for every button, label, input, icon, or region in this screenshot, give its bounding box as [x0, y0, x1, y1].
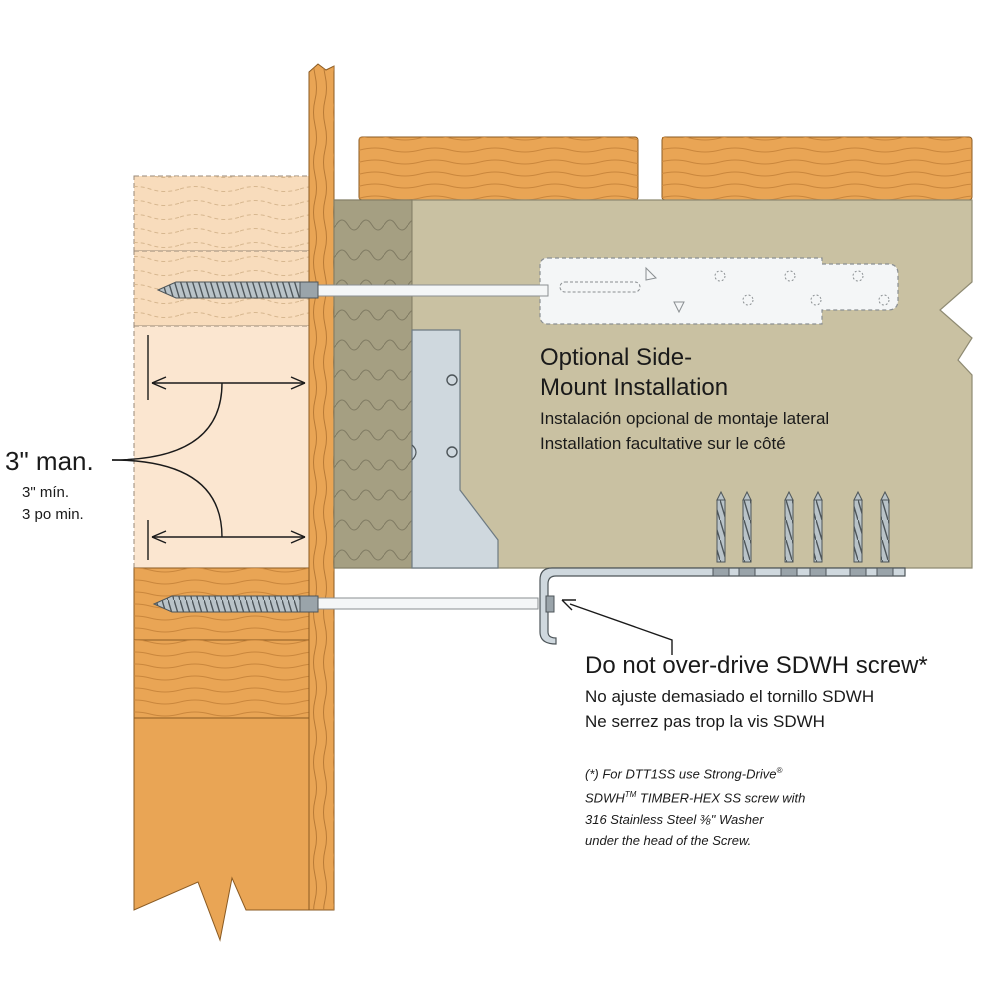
warning-en: Do not over-drive SDWH screw*	[585, 652, 928, 679]
side-mount-es: Instalación opcional de montaje lateral	[540, 409, 830, 428]
dimension-label-es: 3" mín.	[22, 484, 70, 501]
hanger-bracket	[411, 329, 499, 569]
lower-blocking	[133, 567, 310, 942]
side-mount-title-line1: Optional Side-	[540, 344, 693, 371]
dimension-label-fr: 3 po min.	[22, 506, 84, 523]
tension-tie-bracket	[539, 567, 906, 645]
deck-boards	[358, 136, 973, 201]
footnote-line4: under the head of the Screw.	[585, 832, 752, 848]
side-mount-title-line2: Mount Installation	[540, 374, 729, 401]
trademark-mark: TM	[624, 790, 637, 800]
footnote-line1: (*) For DTT1SS use Strong-Drive	[585, 766, 777, 782]
dimension-arrows	[111, 335, 306, 560]
lower-screw	[152, 595, 539, 613]
footnote-line2: SDWH	[585, 790, 625, 806]
ledger-board	[308, 63, 335, 911]
bracket-screws	[712, 490, 894, 577]
dimension-label-en: 3" man.	[5, 446, 94, 476]
footnote-line2-rest: TIMBER-HEX SS screw with	[636, 790, 806, 806]
footnote: (*) For DTT1SS use Strong-Drive® SDWHTM …	[585, 760, 805, 851]
footnote-line3: 316 Stainless Steel ⅜" Washer	[585, 811, 764, 827]
registered-mark: ®	[776, 766, 783, 775]
ghost-blocking	[133, 175, 310, 327]
side-mount-fr: Installation facultative sur le côté	[540, 434, 786, 453]
warning-fr: Ne serrez pas trop la vis SDWH	[585, 712, 825, 731]
side-mount-tie	[539, 257, 899, 325]
warning-leader	[561, 599, 673, 655]
warning-es: No ajuste demasiado el tornillo SDWH	[585, 687, 875, 706]
upper-screw	[156, 281, 549, 299]
